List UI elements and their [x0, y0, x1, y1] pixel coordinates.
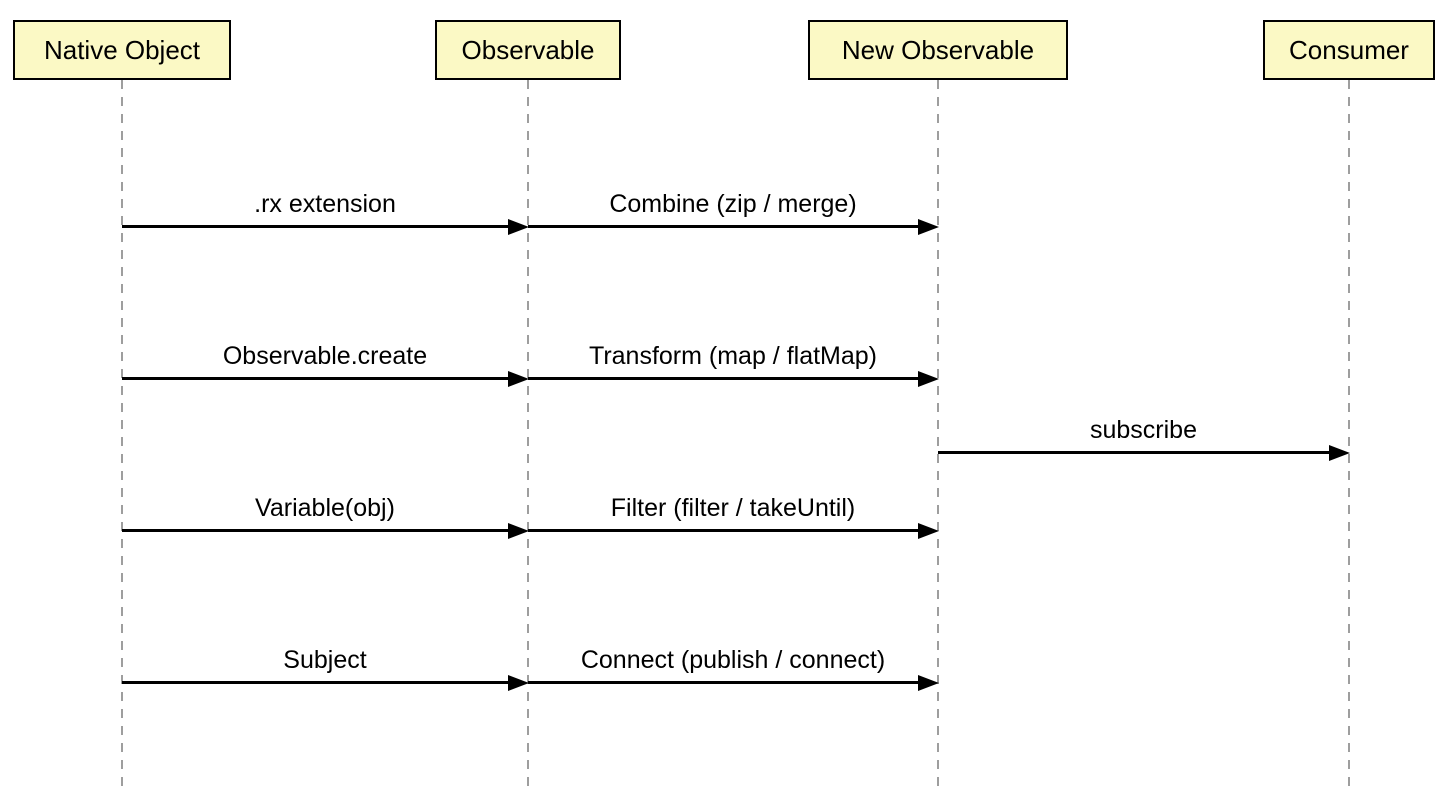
arrow-line: [528, 225, 932, 228]
arrow-line: [122, 681, 522, 684]
message-rx-extension: .rx extension: [122, 190, 529, 235]
message-label: Observable.create: [222, 342, 428, 370]
lifeline-new-observable: [937, 80, 939, 794]
message-variable-obj: Variable(obj): [122, 494, 529, 539]
message-transform: Transform (map / flatMap): [528, 342, 939, 387]
lifeline-native-object: [121, 80, 123, 794]
arrowhead-icon: [918, 370, 939, 387]
arrowhead-icon: [508, 674, 529, 691]
actor-native-object: Native Object: [13, 20, 231, 80]
actor-observable: Observable: [435, 20, 621, 80]
message-subject: Subject: [122, 646, 529, 691]
lifeline-observable: [527, 80, 529, 794]
arrow-line: [122, 225, 522, 228]
message-label: Subject: [283, 646, 367, 674]
arrowhead-icon: [508, 218, 529, 235]
arrowhead-icon: [918, 218, 939, 235]
message-label: subscribe: [1090, 416, 1197, 444]
arrowhead-icon: [508, 370, 529, 387]
arrowhead-icon: [1329, 444, 1350, 461]
message-filter: Filter (filter / takeUntil): [528, 494, 939, 539]
arrow-line: [528, 377, 932, 380]
message-combine: Combine (zip / merge): [528, 190, 939, 235]
message-label: .rx extension: [254, 190, 396, 218]
arrow-line: [122, 377, 522, 380]
message-connect: Connect (publish / connect): [528, 646, 939, 691]
message-observable-create: Observable.create: [122, 342, 529, 387]
lifeline-consumer: [1348, 80, 1350, 794]
message-label: Combine (zip / merge): [609, 190, 857, 218]
arrowhead-icon: [508, 522, 529, 539]
message-label: Connect (publish / connect): [580, 646, 886, 674]
arrowhead-icon: [918, 522, 939, 539]
message-label: Variable(obj): [255, 494, 395, 522]
actor-consumer: Consumer: [1263, 20, 1435, 80]
message-subscribe: subscribe: [938, 416, 1350, 461]
arrow-line: [122, 529, 522, 532]
arrow-line: [528, 681, 932, 684]
arrow-line: [938, 451, 1343, 454]
arrowhead-icon: [918, 674, 939, 691]
message-label: Filter (filter / takeUntil): [610, 494, 856, 522]
message-label: Transform (map / flatMap): [588, 342, 878, 370]
arrow-line: [528, 529, 932, 532]
actor-new-observable: New Observable: [808, 20, 1068, 80]
